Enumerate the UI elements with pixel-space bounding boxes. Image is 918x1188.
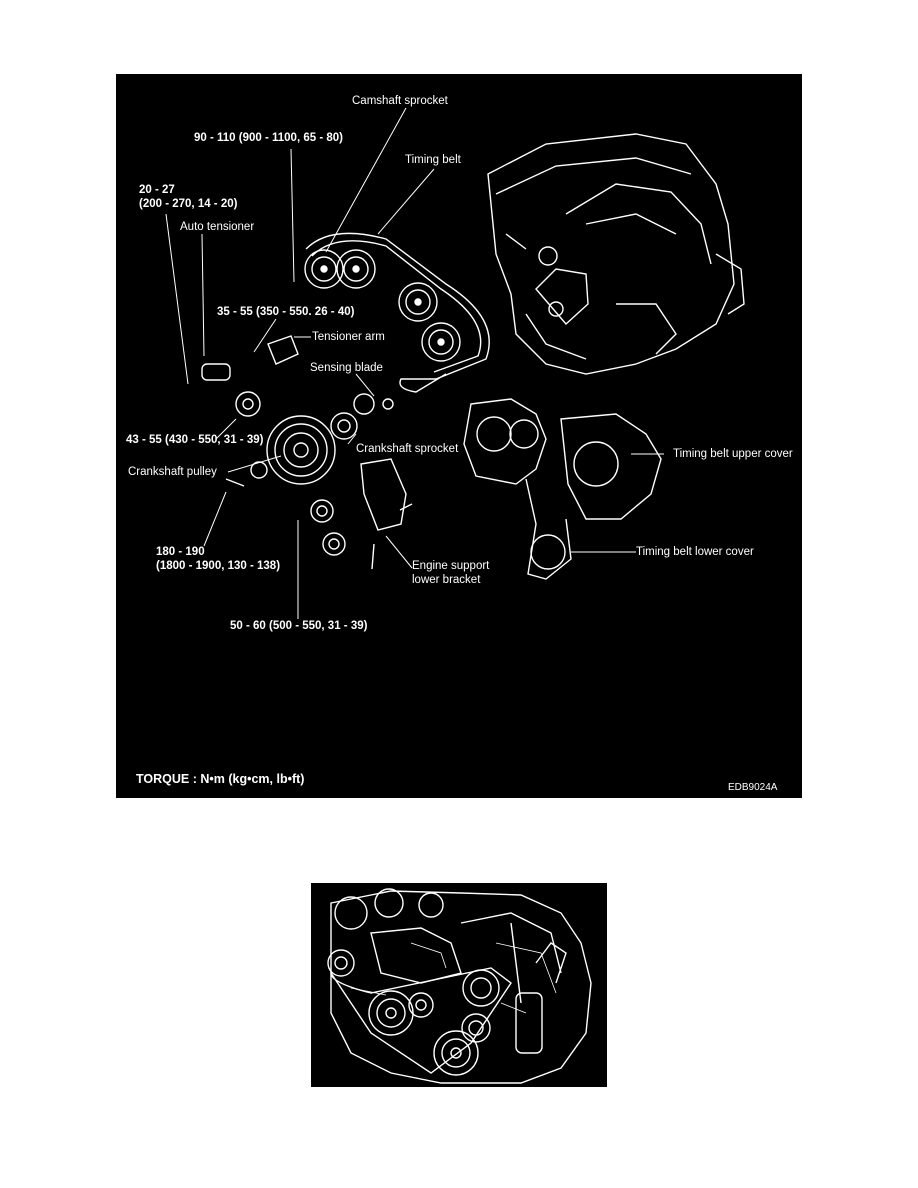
accessory-drive-artwork: [327, 888, 592, 1084]
label-torque-crank-bolt-1: 180 - 190: [156, 546, 205, 558]
label-torque-bracket: 50 - 60 (500 - 550, 31 - 39): [230, 620, 368, 632]
label-sensing-blade: Sensing blade: [310, 362, 383, 374]
label-torque-idler: 43 - 55 (430 - 550, 31 - 39): [126, 434, 264, 446]
timing-belt-exploded-diagram: Camshaft sprocket 90 - 110 (900 - 1100, …: [116, 74, 802, 798]
label-engine-support-1: Engine support: [412, 560, 490, 572]
label-timing-belt: Timing belt: [405, 154, 461, 166]
label-torque-tensioner-arm: 35 - 55 (350 - 550. 26 - 40): [217, 306, 355, 318]
timing-belt-covers-drawing: [463, 398, 662, 580]
label-auto-tensioner: Auto tensioner: [180, 221, 255, 233]
label-torque-camshaft: 90 - 110 (900 - 1100, 65 - 80): [194, 132, 343, 144]
label-engine-support-2: lower bracket: [412, 574, 481, 586]
label-tensioner-arm: Tensioner arm: [312, 331, 385, 343]
label-camshaft-sprocket: Camshaft sprocket: [352, 95, 448, 107]
timing-belt-drawing: [304, 232, 490, 393]
label-figure-code: EDB9024A: [728, 782, 778, 793]
label-timing-belt-upper-cover: Timing belt upper cover: [673, 448, 793, 460]
label-torque-auto-tensioner-1: 20 - 27: [139, 184, 175, 196]
tensioner-drawing: [201, 335, 394, 417]
engine-block-drawing: [487, 133, 745, 375]
label-torque-auto-tensioner-2: (200 - 270, 14 - 20): [139, 198, 238, 210]
label-torque-crank-bolt-2: (1800 - 1900, 130 - 138): [156, 560, 281, 572]
diagram-artwork: [165, 107, 745, 619]
label-timing-belt-lower-cover: Timing belt lower cover: [636, 546, 754, 558]
bracket-drawing: [310, 458, 413, 570]
engine-accessory-drive-illustration: [311, 883, 607, 1087]
label-crankshaft-pulley: Crankshaft pulley: [128, 466, 217, 478]
label-torque-units: TORQUE : N•m (kg•cm, lb•ft): [136, 772, 305, 786]
crankshaft-drawing: [225, 412, 358, 487]
label-crankshaft-sprocket: Crankshaft sprocket: [356, 443, 459, 455]
